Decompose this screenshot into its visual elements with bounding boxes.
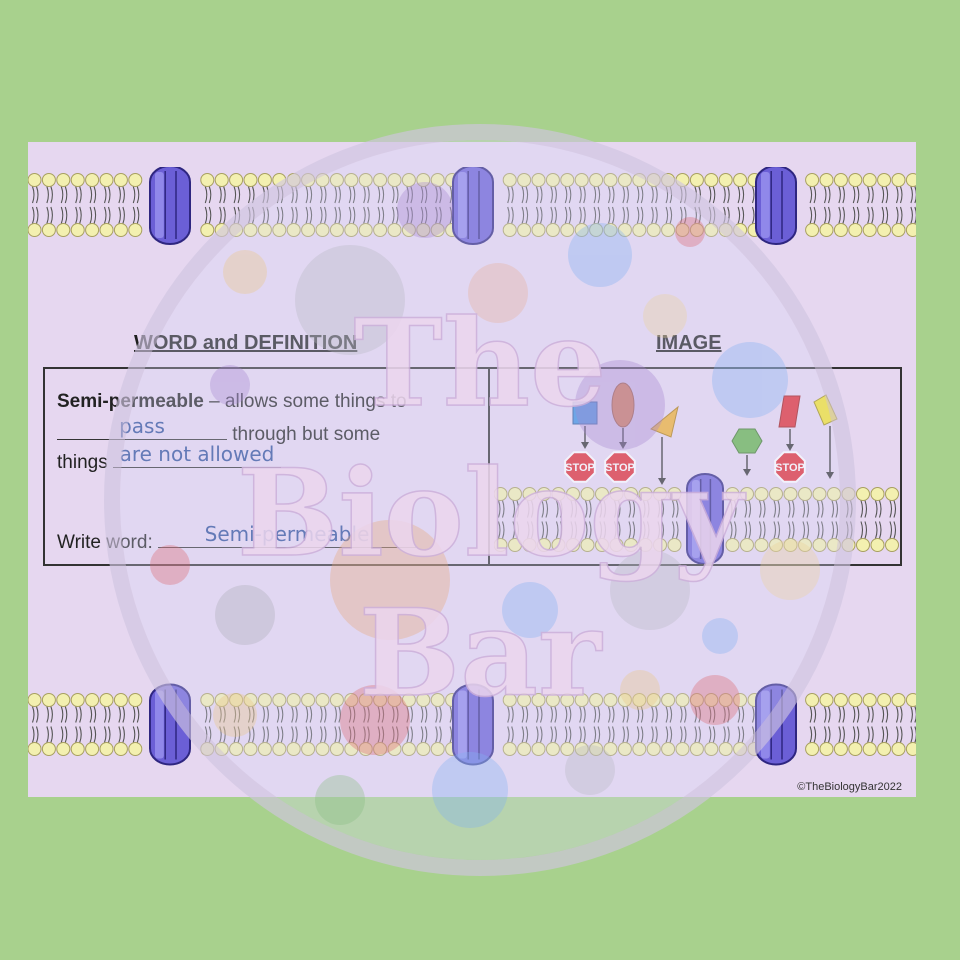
membrane-bottom [28, 683, 916, 766]
channel-protein-icon [149, 683, 191, 766]
svg-text:STOP: STOP [565, 462, 595, 474]
membrane-top [28, 167, 916, 245]
definition-table: Semi-permeable – allows some things to p… [43, 367, 902, 566]
blank-1[interactable]: pass [57, 414, 227, 440]
diagram-membrane [494, 473, 899, 564]
svg-text:STOP: STOP [605, 462, 635, 474]
term-dash: – [203, 391, 225, 412]
green-hexagon-molecule [731, 428, 763, 476]
write-word-blank[interactable]: Semi-permeable [158, 522, 417, 548]
yellow-triangle-molecule [650, 405, 679, 485]
channel-protein-icon [452, 683, 494, 766]
semi-permeable-diagram: STOP STOP STOP [494, 382, 899, 564]
definition-text-1: allows some things to [224, 391, 407, 412]
channel-protein-icon [755, 167, 797, 245]
write-word-label: Write word: [57, 532, 153, 553]
copyright-notice: ©TheBiologyBar2022 [797, 781, 902, 793]
blank-2[interactable]: are not allowed [112, 442, 281, 468]
blank-1-answer: pass [119, 414, 165, 438]
yellow-rhombus-molecule [813, 394, 838, 479]
definition-line-1: Semi-permeable – allows some things to [57, 391, 407, 413]
definition-text-3: things [57, 452, 108, 473]
channel-protein-icon [755, 683, 797, 766]
worksheet-slide: WORD and DEFINITION IMAGE Semi-permeable… [28, 142, 916, 797]
orange-oval-molecule [611, 382, 635, 449]
stop-signs: STOP STOP STOP [564, 451, 806, 483]
table-divider [488, 369, 490, 564]
red-parallelogram-molecule [778, 395, 801, 451]
blue-square-molecule [572, 401, 598, 449]
stop-sign-icon: STOP [774, 451, 806, 483]
term: Semi-permeable [57, 391, 204, 412]
definition-line-3: things are not allowed [57, 442, 281, 474]
write-word-answer: Semi-permeable [204, 522, 370, 546]
channel-protein-icon [149, 167, 191, 245]
channel-protein-icon [452, 167, 494, 245]
channel-protein-icon [686, 473, 724, 564]
svg-text:STOP: STOP [775, 462, 805, 474]
stop-sign-icon: STOP [564, 451, 596, 483]
blank-2-answer: are not allowed [119, 442, 275, 466]
stop-sign-icon: STOP [604, 451, 636, 483]
image-header: IMAGE [656, 332, 722, 354]
write-word-line: Write word: Semi-permeable [57, 522, 417, 554]
word-definition-header: WORD and DEFINITION [134, 332, 358, 354]
